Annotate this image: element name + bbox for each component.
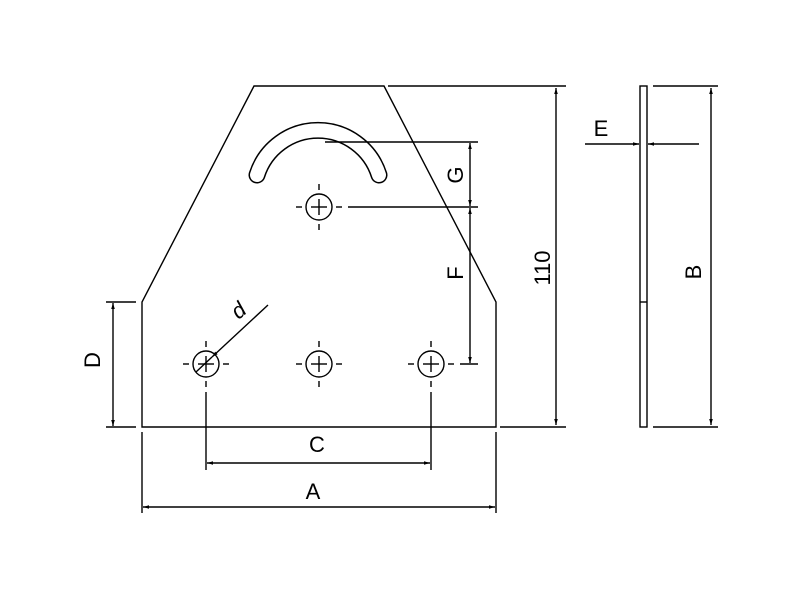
label-d: d	[226, 296, 252, 324]
label-B: B	[681, 265, 706, 280]
label-E: E	[594, 116, 609, 141]
label-D: D	[80, 352, 105, 368]
label-C: C	[309, 432, 325, 457]
label-G: G	[443, 166, 468, 183]
label-110: 110	[530, 250, 555, 285]
dimensions	[106, 85, 566, 513]
plate-outline	[141, 85, 497, 428]
mounting-hole	[296, 184, 342, 230]
side-view	[585, 85, 718, 428]
plate-side	[639, 85, 648, 428]
label-F: F	[443, 266, 468, 279]
front-view	[141, 85, 497, 428]
label-A: A	[306, 479, 321, 504]
mounting-hole	[408, 341, 454, 387]
dim-d-leader	[211, 304, 269, 358]
mounting-hole	[296, 341, 342, 387]
slot-inner	[250, 123, 386, 182]
mounting-hole	[183, 341, 229, 387]
